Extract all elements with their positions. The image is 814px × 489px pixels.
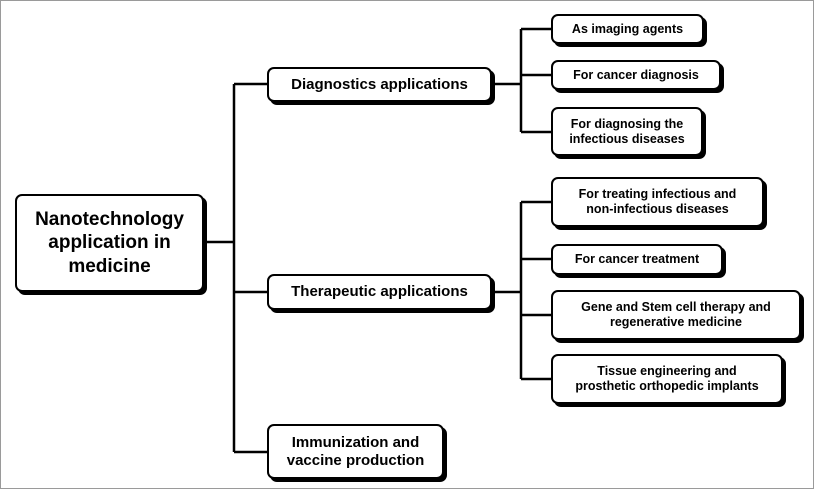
infectious-treatment-label: For treating infectious and non-infectio… (578, 187, 737, 216)
infectious-treatment-node: For treating infectious and non-infectio… (551, 177, 764, 227)
immunization-node: Immunization and vaccine production (267, 424, 444, 479)
cancer-treatment-node: For cancer treatment (551, 244, 723, 275)
infectious-diagnosis-node: For diagnosing the infectious diseases (551, 107, 703, 156)
imaging-agents-label: As imaging agents (571, 21, 684, 36)
cancer-diagnosis-node: For cancer diagnosis (551, 60, 721, 90)
cancer-treatment-label: For cancer treatment (574, 252, 700, 266)
infectious-diagnosis-label: For diagnosing the infectious diseases (569, 116, 685, 146)
imaging-agents-node: As imaging agents (551, 14, 704, 44)
diagnostics-node: Diagnostics applications (267, 67, 492, 102)
gene-stem-cell-node: Gene and Stem cell therapy and regenerat… (551, 290, 801, 340)
cancer-diagnosis-label: For cancer diagnosis (573, 67, 699, 82)
tissue-engineering-node: Tissue engineering and prosthetic orthop… (551, 354, 783, 404)
tissue-engineering-label: Tissue engineering and prosthetic orthop… (575, 364, 759, 393)
therapeutic-node: Therapeutic applications (267, 274, 492, 310)
diagnostics-node-label: Diagnostics applications (291, 75, 468, 93)
therapeutic-node-label: Therapeutic applications (291, 283, 468, 300)
root-node-label: Nanotechnology application in medicine (35, 209, 184, 277)
immunization-node-label: Immunization and vaccine production (286, 433, 425, 469)
root-node: Nanotechnology application in medicine (15, 194, 204, 292)
gene-stem-cell-label: Gene and Stem cell therapy and regenerat… (581, 300, 771, 329)
